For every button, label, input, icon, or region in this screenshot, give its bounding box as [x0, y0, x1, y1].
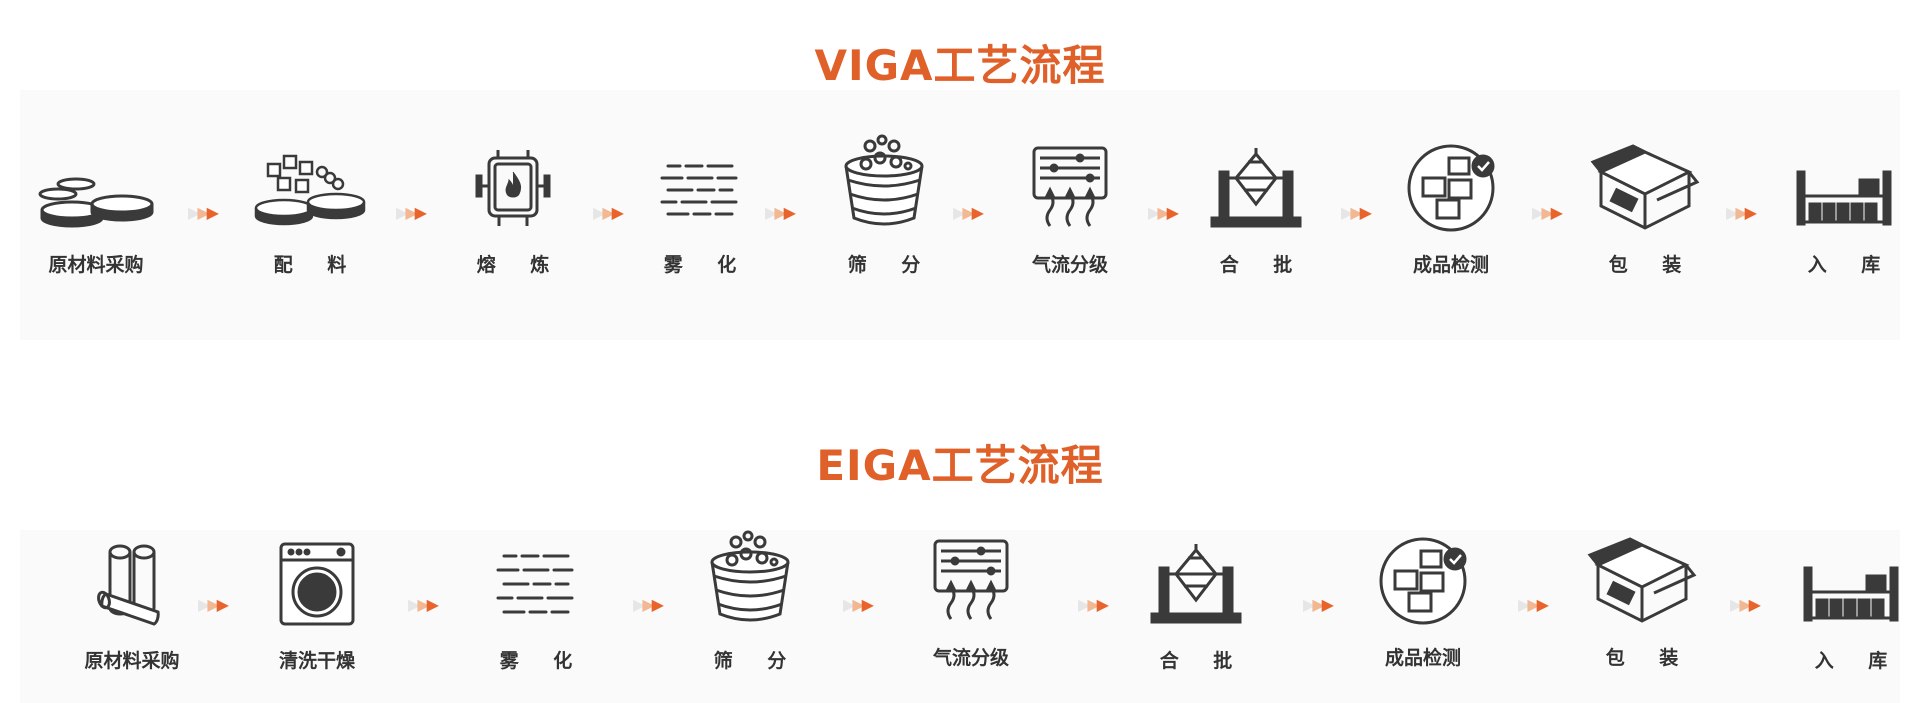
step-label: 原材料采购 [84, 650, 180, 672]
step-label: 入 库 [1814, 650, 1902, 672]
viga-step-batching: 配 料 [250, 142, 370, 277]
viga-step-sieving: 筛 分 [824, 132, 944, 277]
flow-arrow: ▶▶▶ [633, 595, 664, 614]
air-classification-icon [1010, 142, 1130, 232]
flow-arrow: ▶▶▶ [1341, 203, 1372, 222]
step-label: 雾 化 [663, 254, 751, 276]
eiga-step-atomization: 雾 化 [476, 538, 596, 673]
step-label: 包 装 [1605, 647, 1693, 669]
warehouse-shelf-icon [1784, 142, 1904, 232]
flow-arrow: ▶▶▶ [408, 595, 439, 614]
flow-arrow: ▶▶▶ [843, 595, 874, 614]
eiga-title: EIGA工艺流程 [816, 441, 1104, 490]
eiga-step-inspection: 成品检测 [1363, 535, 1483, 670]
viga-title: VIGA工艺流程 [814, 41, 1106, 90]
step-label: 筛 分 [713, 650, 801, 672]
eiga-step-mixing: 合 批 [1136, 538, 1256, 673]
mixer-icon [1136, 538, 1256, 628]
step-label: 熔 炼 [476, 254, 564, 276]
viga-step-inspection: 成品检测 [1391, 142, 1511, 277]
eiga-step-raw-material: 原材料采购 [72, 538, 192, 673]
flow-arrow: ▶▶▶ [593, 203, 624, 222]
flow-arrow: ▶▶▶ [1726, 203, 1757, 222]
step-label: 配 料 [273, 254, 361, 276]
step-label: 合 批 [1219, 254, 1307, 276]
inspection-icon [1391, 142, 1511, 232]
viga-step-warehouse: 入 库 [1784, 142, 1904, 277]
sieving-bucket-icon [824, 132, 944, 232]
flow-arrow: ▶▶▶ [198, 595, 229, 614]
washing-machine-icon [257, 538, 377, 628]
smelting-furnace-icon [453, 142, 573, 232]
raw-material-discs-icon [36, 142, 156, 232]
viga-step-smelting: 熔 炼 [453, 142, 573, 277]
viga-step-raw-material: 原材料采购 [36, 142, 156, 277]
eiga-step-washing-drying: 清洗干燥 [257, 538, 377, 673]
flow-arrow: ▶▶▶ [1730, 595, 1761, 614]
step-label: 雾 化 [499, 650, 587, 672]
eiga-step-packing: 包 装 [1582, 535, 1702, 670]
flow-arrow: ▶▶▶ [1078, 595, 1109, 614]
packing-box-icon [1582, 535, 1702, 625]
step-label: 包 装 [1608, 254, 1696, 276]
step-label: 合 批 [1159, 650, 1247, 672]
inspection-icon [1363, 535, 1483, 625]
viga-step-mixing: 合 批 [1196, 142, 1316, 277]
step-label: 气流分级 [1031, 254, 1108, 276]
sieving-bucket-icon [690, 528, 810, 628]
viga-step-atomization: 雾 化 [640, 142, 760, 277]
air-classification-icon [911, 535, 1031, 625]
batching-icon [250, 142, 370, 232]
viga-step-packing: 包 装 [1585, 142, 1705, 277]
flow-arrow: ▶▶▶ [953, 203, 984, 222]
flow-arrow: ▶▶▶ [1532, 203, 1563, 222]
step-label: 气流分级 [932, 647, 1009, 669]
step-label: 清洗干燥 [278, 650, 355, 672]
step-label: 入 库 [1807, 254, 1895, 276]
flow-arrow: ▶▶▶ [1518, 595, 1549, 614]
flow-arrow: ▶▶▶ [1148, 203, 1179, 222]
atomization-icon [476, 538, 596, 628]
step-label: 成品检测 [1412, 254, 1489, 276]
raw-material-rods-icon [72, 538, 192, 628]
atomization-icon [640, 142, 760, 232]
warehouse-shelf-icon [1791, 538, 1911, 628]
eiga-step-warehouse: 入 库 [1791, 538, 1911, 673]
flow-arrow: ▶▶▶ [396, 203, 427, 222]
flow-arrow: ▶▶▶ [765, 203, 796, 222]
packing-box-icon [1585, 142, 1705, 232]
viga-step-air-classification: 气流分级 [1010, 142, 1130, 277]
mixer-icon [1196, 142, 1316, 232]
step-label: 成品检测 [1384, 647, 1461, 669]
eiga-step-sieving: 筛 分 [690, 528, 810, 673]
flow-arrow: ▶▶▶ [188, 203, 219, 222]
step-label: 原材料采购 [48, 254, 144, 276]
step-label: 筛 分 [847, 254, 935, 276]
flow-arrow: ▶▶▶ [1303, 595, 1334, 614]
eiga-step-air-classification: 气流分级 [911, 535, 1031, 670]
